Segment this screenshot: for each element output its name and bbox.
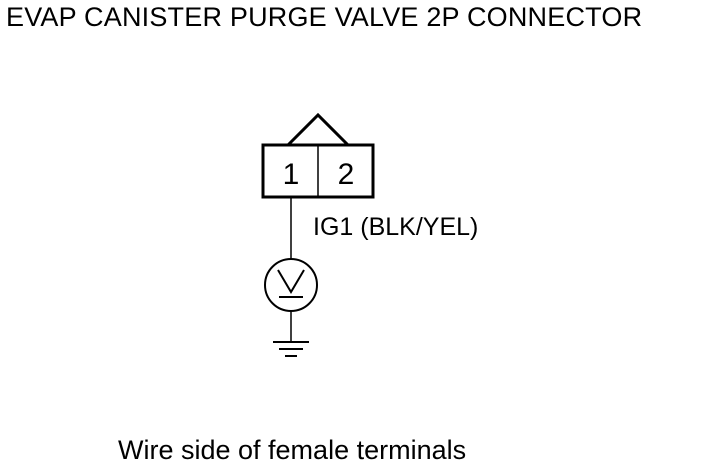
terminal-2-label: 2 xyxy=(338,158,355,191)
voltmeter-icon xyxy=(264,258,318,312)
diagram-caption: Wire side of female terminals xyxy=(118,435,467,465)
diagram-title: EVAP CANISTER PURGE VALVE 2P CONNECTOR xyxy=(6,2,643,32)
connector-lock-tab xyxy=(286,112,350,147)
wire-label: IG1 (BLK/YEL) xyxy=(313,213,479,241)
ground-icon xyxy=(273,341,309,357)
terminal-1-label: 1 xyxy=(283,158,300,191)
